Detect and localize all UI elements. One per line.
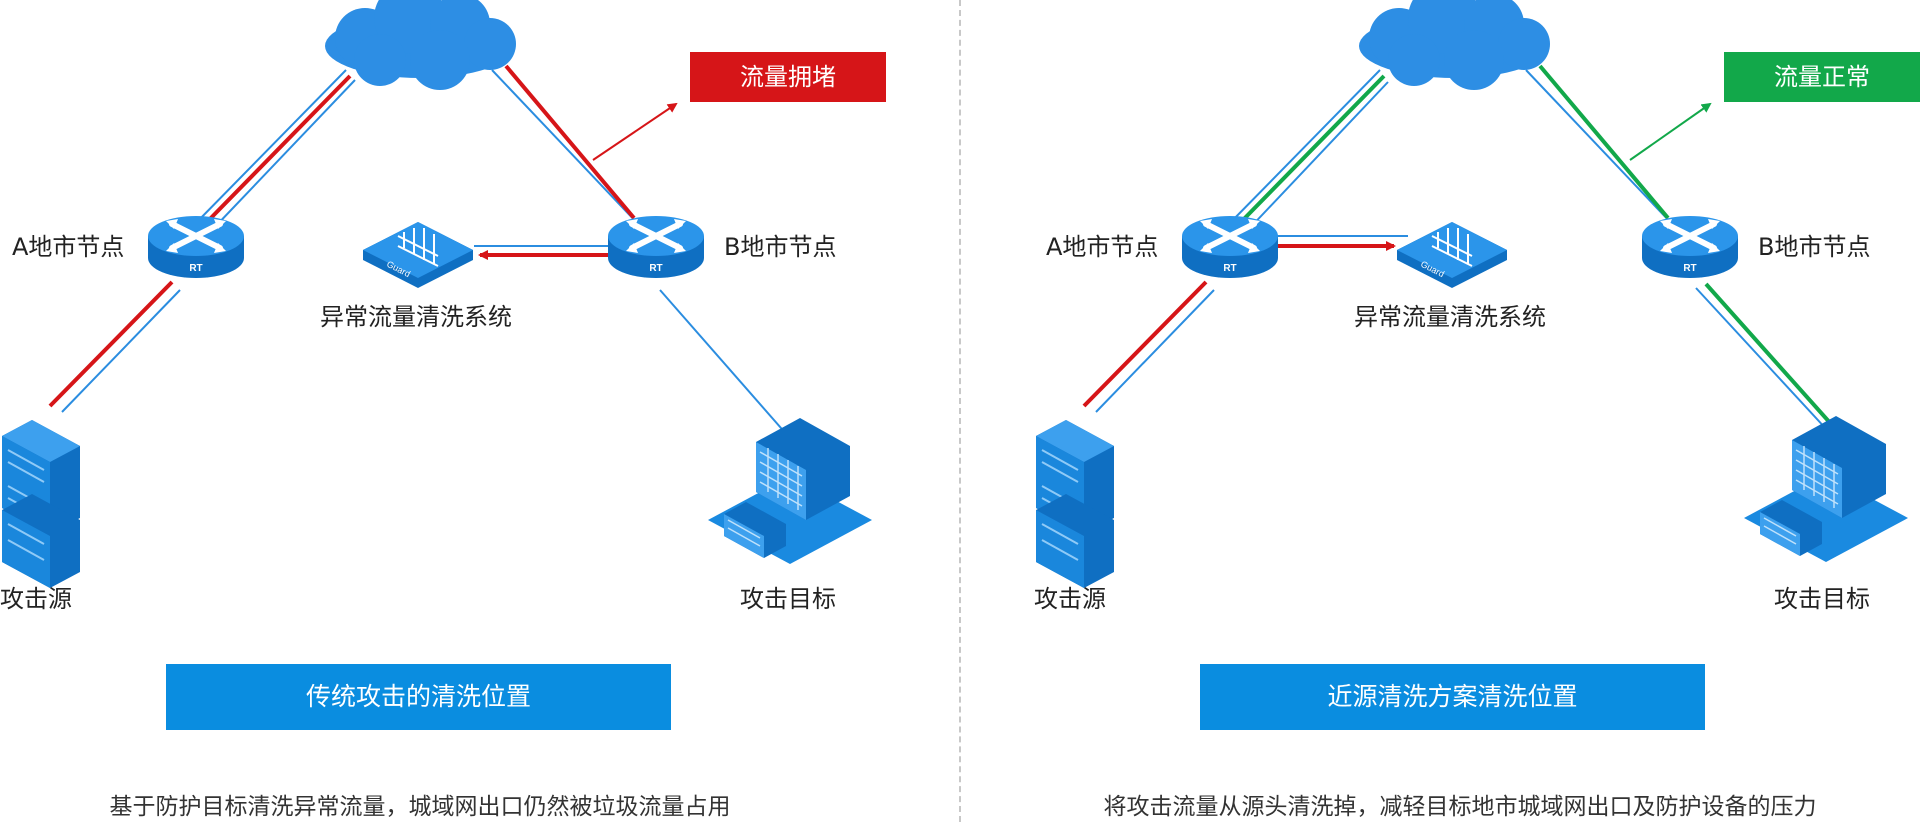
guard-device-icon <box>1396 221 1508 289</box>
attack-source-servers-icon <box>1035 419 1115 589</box>
normal-path-cloud-to-b <box>1538 64 1670 220</box>
attack-source-label: 攻击源 <box>0 585 72 613</box>
router-b-icon <box>1642 216 1738 278</box>
congestion-arrow <box>592 102 678 161</box>
attack-path-cloud-to-b <box>504 64 636 220</box>
normal-path-b-to-target <box>1704 282 1842 436</box>
internet-cloud-icon <box>325 0 516 90</box>
panel-divider <box>959 0 961 822</box>
attack-target-label: 攻击目标 <box>1774 585 1870 613</box>
right-topology-diagram <box>1035 0 1909 589</box>
node-b-label: B地市节点 <box>1758 233 1871 261</box>
internet-cloud-icon <box>1359 0 1550 90</box>
footnote: 基于防护目标清洗异常流量，城域网出口仍然被垃圾流量占用 <box>109 794 731 820</box>
attack-source-label: 攻击源 <box>1034 585 1106 613</box>
attack-path-source-to-a <box>48 280 174 408</box>
footnote: 将攻击流量从源头清洗掉，减轻目标地市城域网出口及防护设备的压力 <box>1103 794 1817 820</box>
right-panel: 流量正常 A地市节点 B地市节点 异常流量清洗系统 攻击源 攻击目标 近源清洗方… <box>1034 0 1920 822</box>
guard-system-label: 异常流量清洗系统 <box>1354 303 1546 331</box>
normal-path-a-to-cloud <box>1237 74 1386 226</box>
caption-box: 传统攻击的清洗位置 <box>166 664 671 730</box>
router-a-icon <box>148 216 244 278</box>
normal-status-arrow <box>1629 102 1712 161</box>
router-a-icon <box>1182 216 1278 278</box>
router-b-icon <box>608 216 704 278</box>
guard-system-label: 异常流量清洗系统 <box>320 303 512 331</box>
caption-box: 近源清洗方案清洗位置 <box>1200 664 1705 730</box>
status-badge: 流量拥堵 <box>690 52 886 102</box>
node-a-label: A地市节点 <box>1046 233 1159 261</box>
left-links <box>48 64 789 437</box>
attack-target-label: 攻击目标 <box>740 585 836 613</box>
left-panel: 流量拥堵 A地市节点 B地市节点 异常流量清洗系统 攻击源 攻击目标 传统攻击的… <box>0 0 886 820</box>
right-links <box>1082 64 1842 445</box>
attack-path-source-to-a <box>1082 280 1208 408</box>
guard-device-icon <box>362 221 474 289</box>
attack-source-servers-icon <box>1 419 81 589</box>
left-topology-diagram <box>1 0 873 589</box>
attack-target-building-icon <box>1743 415 1909 563</box>
node-b-label: B地市节点 <box>724 233 837 261</box>
attack-path-a-to-cloud <box>203 74 352 226</box>
status-badge: 流量正常 <box>1724 52 1920 102</box>
attack-target-building-icon <box>707 417 873 565</box>
node-a-label: A地市节点 <box>12 233 125 261</box>
